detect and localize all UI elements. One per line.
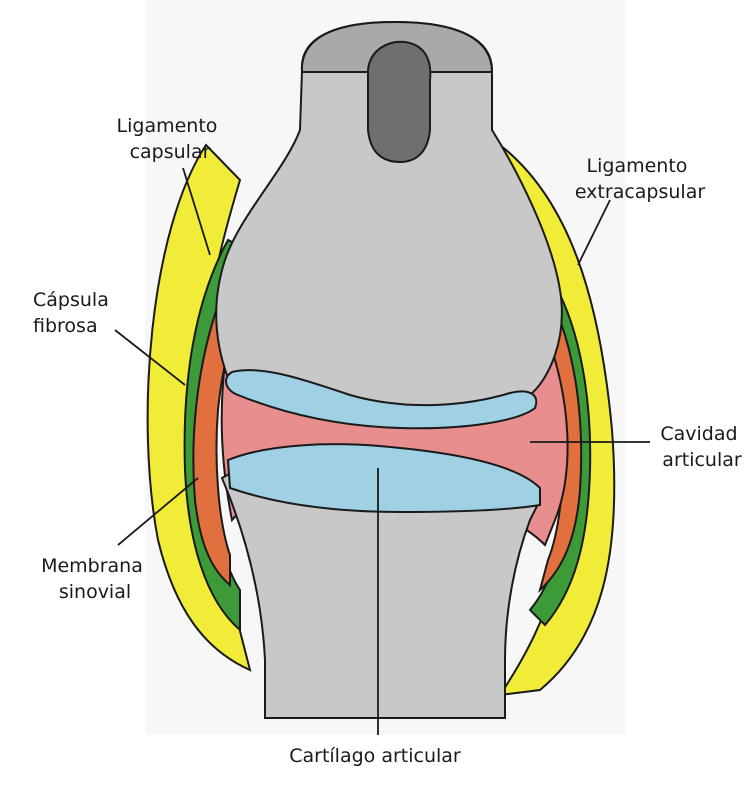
label-cartilago-articular: Cartílago articular: [289, 745, 461, 767]
label-membrana-sinovial: Membrana sinovial: [41, 555, 149, 603]
label-cavidad-articular: Cavidad articular: [660, 423, 743, 471]
marrow-cavity: [368, 42, 430, 162]
label-capsula-fibrosa: Cápsula fibrosa: [33, 289, 115, 337]
